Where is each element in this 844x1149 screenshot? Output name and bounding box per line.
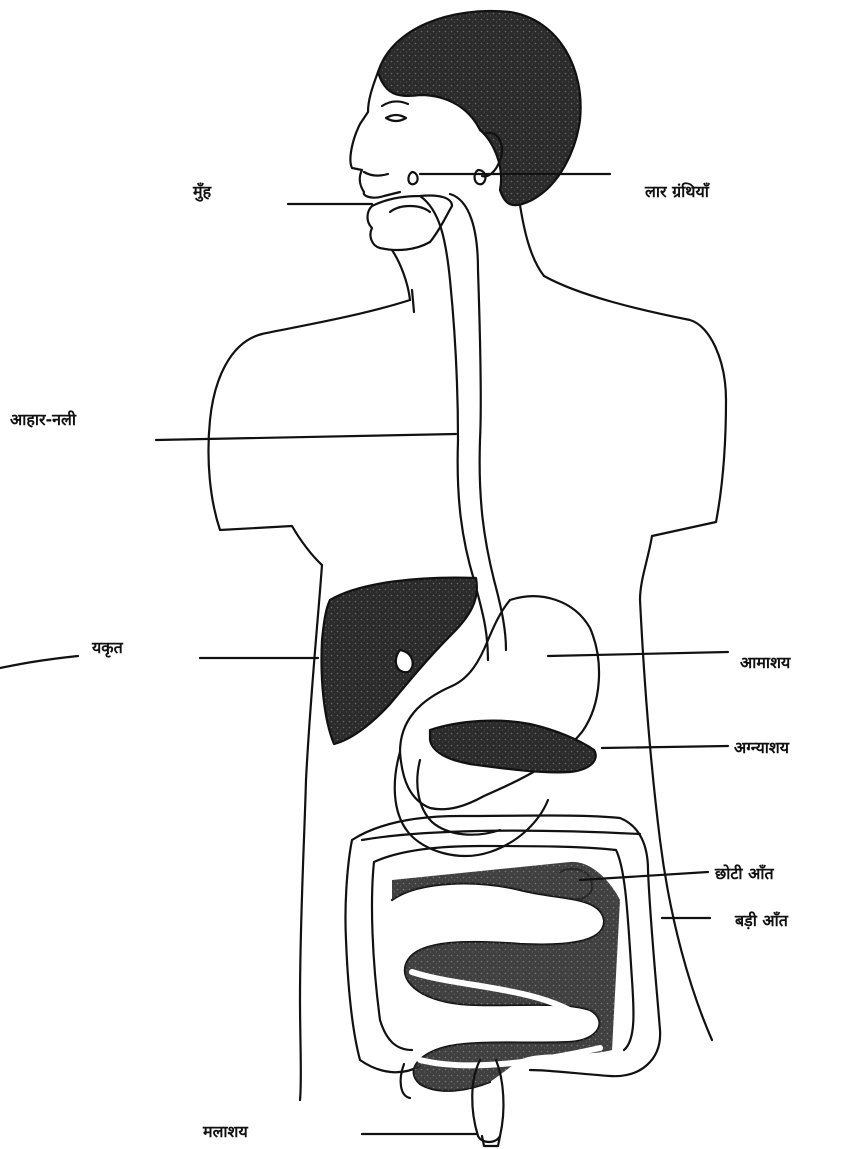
label-rectum: मलाशय — [203, 1124, 248, 1140]
stray-mark — [0, 656, 78, 668]
label-small-intestine: छोटी आँत — [715, 866, 774, 882]
label-liver: यकृत — [92, 640, 123, 656]
appendix — [401, 1064, 410, 1098]
duodenum-inner — [417, 760, 500, 835]
label-stomach: आमाशय — [740, 655, 790, 671]
label-large-intestine: बड़ी आँत — [735, 913, 788, 929]
neck-left — [392, 250, 410, 300]
label-pancreas: अग्न्याशय — [734, 740, 789, 756]
eyebrow — [382, 101, 408, 106]
label-salivary-glands: लार ग्रंथियाँ — [645, 184, 709, 200]
tongue — [390, 206, 430, 212]
neck-right — [520, 205, 544, 276]
torso-right — [544, 276, 726, 1040]
eye — [386, 115, 406, 121]
lips — [364, 172, 388, 176]
colon-band — [362, 831, 640, 840]
leader-esophagus — [156, 434, 456, 440]
pancreas — [430, 721, 596, 773]
label-esophagus: आहार-नली — [10, 412, 76, 428]
salivary-gland — [408, 172, 417, 184]
neck-mark — [412, 290, 414, 312]
leader-pancreas — [602, 746, 728, 748]
label-mouth: मुँह — [193, 184, 211, 200]
leader-stomach — [548, 652, 728, 656]
